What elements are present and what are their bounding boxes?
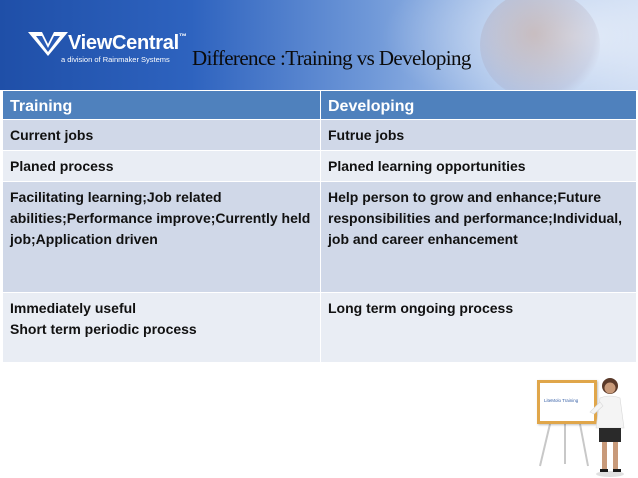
table-cell: Planed learning opportunities (320, 150, 637, 182)
viewcentral-logo-icon (28, 32, 68, 56)
table-cell: Immediately useful Short term periodic p… (2, 292, 321, 363)
table-cell: Help person to grow and enhance;Future r… (320, 181, 637, 293)
table-cell: Futrue jobs (320, 119, 637, 151)
table-row: Planed process Planed learning opportuni… (2, 150, 637, 182)
table-row: Facilitating learning;Job related abilit… (2, 181, 637, 293)
presenter-figure (589, 378, 625, 477)
table-row: Immediately useful Short term periodic p… (2, 292, 637, 363)
banner-photo (480, 0, 600, 90)
easel-board: LiteMolo Training (537, 380, 597, 424)
board-text: LiteMolo Training (544, 398, 579, 403)
table-cell: Planed process (2, 150, 321, 182)
table-cell: Long term ongoing process (320, 292, 637, 363)
header-banner: ViewCentral™ a division of Rainmaker Sys… (0, 0, 638, 90)
table-cell: Current jobs (2, 119, 321, 151)
header-developing: Developing (320, 90, 637, 120)
header-training: Training (2, 90, 321, 120)
table-header-row: Training Developing (2, 90, 637, 120)
logo-tagline: a division of Rainmaker Systems (61, 55, 170, 64)
easel-icon (539, 423, 589, 467)
comparison-table: Training Developing Current jobs Futrue … (2, 90, 637, 363)
table-row: Current jobs Futrue jobs (2, 119, 637, 151)
slide-title: Difference :Training vs Developing (192, 46, 471, 70)
viewcentral-logo: ViewCentral™ a division of Rainmaker Sys… (28, 30, 198, 70)
presenter-illustration: LiteMolo Training (528, 366, 638, 478)
logo-name: ViewCentral™ (68, 32, 187, 54)
table-cell: Facilitating learning;Job related abilit… (2, 181, 321, 293)
